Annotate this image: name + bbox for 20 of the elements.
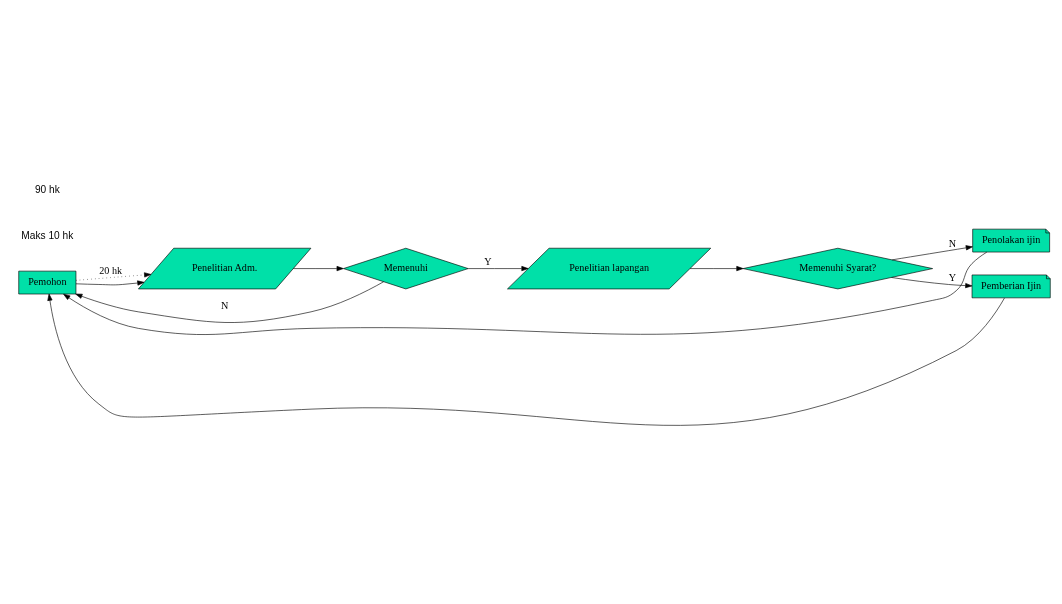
node-box: Pemohon <box>18 270 77 294</box>
arrow <box>75 280 145 286</box>
arrow <box>891 244 973 260</box>
label: Maks 10 hk <box>21 229 74 241</box>
arrow <box>891 276 973 288</box>
arrow <box>63 251 988 335</box>
node-diamond: Memenuhi <box>343 247 469 289</box>
arrow <box>75 280 384 323</box>
edge-label: Y <box>948 271 956 283</box>
arrow <box>689 265 744 271</box>
arrow <box>75 271 152 281</box>
label: 90 hk <box>34 183 60 195</box>
arrow <box>467 265 529 271</box>
edge-label: N <box>220 299 229 311</box>
arrow <box>293 265 344 271</box>
node-diamond: Memenuhi Syarat? <box>742 247 933 289</box>
edge-label: 20 hk <box>99 264 123 276</box>
arrow <box>47 293 1005 425</box>
edge-label: N <box>948 237 956 249</box>
edge-label: Y <box>484 255 492 267</box>
